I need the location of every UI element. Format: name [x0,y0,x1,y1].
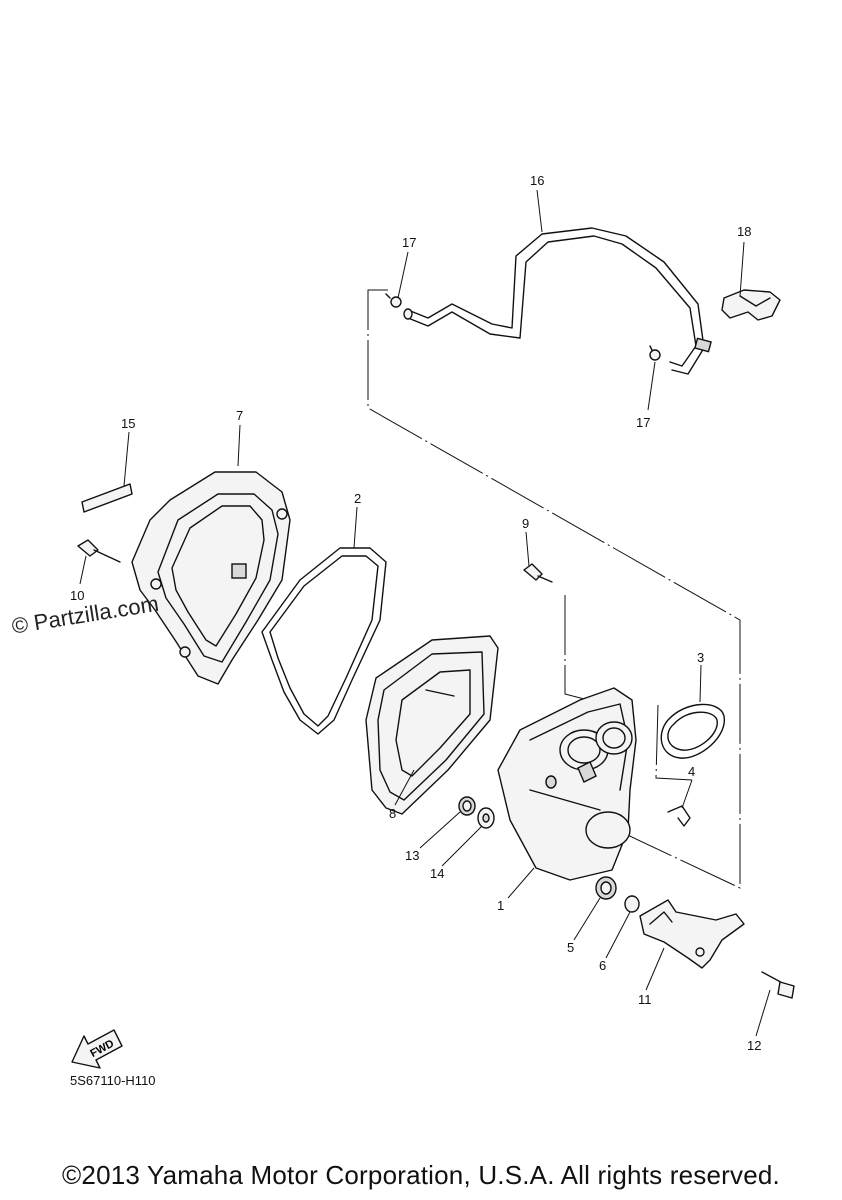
callout-6: 6 [599,958,606,973]
mounting-bracket[interactable] [639,899,745,969]
cover-seal-label[interactable] [81,483,133,513]
washer-14[interactable] [477,807,495,829]
callout-3: 3 [697,650,704,665]
callout-8: 8 [389,806,396,821]
callout-1: 1 [497,898,504,913]
hose-clip-upper[interactable] [385,293,402,308]
air-filter-case[interactable] [497,687,637,881]
callout-2: 2 [354,491,361,506]
copyright-notice: ©2013 Yamaha Motor Corporation, U.S.A. A… [62,1160,780,1190]
air-filter-case-cover[interactable] [131,471,291,685]
callout-4: 4 [688,764,695,779]
collar-13[interactable] [458,796,476,816]
callout-leaders [79,189,771,1037]
callout-13: 13 [405,848,419,863]
callout-15: 15 [121,416,135,431]
collar-6[interactable] [624,895,640,913]
cover-screw[interactable] [77,539,121,563]
callout-16: 16 [530,173,544,188]
callout-17-lower: 17 [636,415,650,430]
case-o-ring[interactable] [660,703,725,759]
callout-5: 5 [567,940,574,955]
bracket-bolt[interactable] [761,971,795,999]
callout-17-upper: 17 [402,235,416,250]
callout-7: 7 [236,408,243,423]
forward-direction-arrow: FWD [71,1029,123,1069]
callout-14: 14 [430,866,444,881]
hose-holder-clamp[interactable] [721,289,781,321]
case-gasket[interactable] [261,547,387,735]
callout-18: 18 [737,224,751,239]
breather-hose[interactable] [403,227,712,375]
grommet-5[interactable] [595,876,617,900]
case-screw[interactable] [523,563,553,583]
callout-11: 11 [638,992,652,1007]
air-filter-element[interactable] [365,635,499,815]
assembly-reference-lines [367,289,741,889]
callout-10: 10 [70,588,84,603]
callout-9: 9 [522,516,529,531]
hose-clip-lower[interactable] [649,345,661,361]
retaining-clip[interactable] [667,805,691,827]
diagram-reference-code: 5S67110-H110 [70,1073,156,1088]
callout-12: 12 [747,1038,761,1053]
callout-numbers: 16 17 17 18 15 7 10 2 9 3 4 8 13 14 1 5 … [70,173,761,1053]
